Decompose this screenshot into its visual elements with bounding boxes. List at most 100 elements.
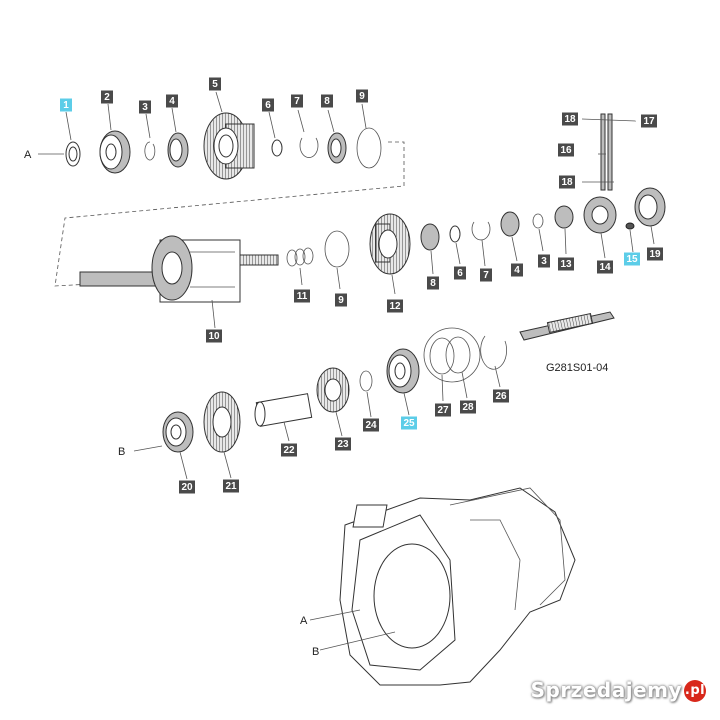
callout-tag-box bbox=[179, 480, 195, 494]
callout-tag-box bbox=[60, 98, 72, 112]
callout-tag-label: 23 bbox=[337, 439, 349, 450]
part-flange-housing bbox=[583, 196, 617, 234]
callout-tag-label: 18 bbox=[561, 177, 573, 188]
callout-tag: 7 bbox=[480, 268, 492, 282]
part-bearing-small bbox=[327, 132, 347, 164]
callout-tag: 17 bbox=[641, 114, 657, 128]
row-3-parts bbox=[133, 327, 508, 453]
callout-tag: 8 bbox=[427, 276, 439, 290]
callout-tag-box bbox=[641, 114, 657, 128]
callout-tag-box bbox=[562, 112, 578, 126]
callout-tag-box bbox=[401, 416, 417, 430]
callout-tag-box bbox=[493, 389, 509, 403]
callout-tag-label: 16 bbox=[560, 145, 572, 156]
part-bearing-25 bbox=[386, 348, 420, 394]
callout-tag-box bbox=[454, 266, 466, 280]
callout-tag-label: 18 bbox=[564, 114, 576, 125]
callout-tag-box bbox=[356, 89, 368, 103]
callout-tag-box bbox=[363, 418, 379, 432]
stud-assembly bbox=[581, 113, 666, 234]
part-gear-large bbox=[203, 112, 255, 180]
callout-tag-box bbox=[558, 143, 574, 157]
callout-tag-box bbox=[460, 400, 476, 414]
callout-tag-label: 5 bbox=[212, 79, 218, 90]
callout-tag: 22 bbox=[281, 443, 297, 457]
callout-tag-label: 3 bbox=[142, 102, 148, 113]
callout-tag-box bbox=[294, 289, 310, 303]
callout-tag-label: 11 bbox=[297, 291, 308, 302]
part-snap-ring-r2 bbox=[471, 221, 491, 241]
callout-leaders bbox=[65, 91, 655, 480]
callout-tag-box bbox=[538, 254, 550, 268]
callout-tag: 28 bbox=[460, 400, 476, 414]
part-oil-seal bbox=[634, 187, 666, 227]
row-2-parts bbox=[79, 205, 574, 303]
callout-tag: 25 bbox=[401, 416, 417, 430]
watermark-logo: Sprzedajemy.pl bbox=[531, 678, 706, 702]
callout-tag: 6 bbox=[454, 266, 466, 280]
part-circlip bbox=[144, 141, 156, 161]
part-ring-27 bbox=[429, 337, 455, 375]
callout-tag: 2 bbox=[101, 90, 113, 104]
callout-tag: 1 bbox=[60, 98, 72, 112]
callout-tag-box bbox=[291, 94, 303, 108]
callout-tag: 7 bbox=[291, 94, 303, 108]
callout-tag-box bbox=[139, 100, 151, 114]
callout-tag-label: 24 bbox=[365, 420, 377, 431]
part-ring-28 bbox=[445, 336, 471, 374]
callout-tag-box bbox=[321, 94, 333, 108]
callout-tag-label: 4 bbox=[514, 265, 520, 276]
callout-tag-box bbox=[101, 90, 113, 104]
callout-tag-label: 13 bbox=[560, 259, 572, 270]
part-circlip-r2 bbox=[532, 213, 544, 229]
callout-tag-label: 1 bbox=[63, 100, 69, 111]
part-clutch-shaft-assembly bbox=[79, 235, 279, 303]
callout-tag: 19 bbox=[647, 247, 663, 261]
callout-tag-label: 9 bbox=[359, 91, 365, 102]
callout-tag-box bbox=[559, 175, 575, 189]
callout-tag-label: 25 bbox=[403, 418, 415, 429]
callout-tag: 18 bbox=[562, 112, 578, 126]
callout-tag-label: 8 bbox=[324, 96, 330, 107]
callout-tag-box bbox=[597, 260, 613, 274]
part-ring bbox=[356, 127, 382, 169]
callout-tag-label: 14 bbox=[599, 262, 611, 273]
callout-tag-label: 26 bbox=[495, 391, 507, 402]
callout-tag: 8 bbox=[321, 94, 333, 108]
callout-tag: 20 bbox=[179, 480, 195, 494]
drawing-code: G281S01-04 bbox=[546, 362, 608, 374]
callout-tag-label: 27 bbox=[437, 405, 449, 416]
part-snap-ring bbox=[299, 137, 319, 158]
callout-tag: 5 bbox=[209, 77, 221, 91]
callout-tag: 9 bbox=[356, 89, 368, 103]
callout-tag: 23 bbox=[335, 437, 351, 451]
part-needle-bearing bbox=[167, 132, 189, 168]
callout-tag-label: 9 bbox=[338, 295, 344, 306]
callout-tag-label: 19 bbox=[649, 249, 661, 260]
part-ring-lower bbox=[324, 230, 350, 268]
callout-tag: 4 bbox=[511, 263, 523, 277]
part-bearing-r2b bbox=[500, 211, 520, 237]
part-washer-r2 bbox=[449, 225, 461, 243]
ref-letter-b-housing: B bbox=[312, 646, 319, 658]
part-sleeve-22 bbox=[254, 393, 313, 427]
ref-letter-b-mid: B bbox=[118, 446, 125, 458]
callout-tag-label: 8 bbox=[430, 278, 436, 289]
callout-tag: 12 bbox=[387, 299, 403, 313]
part-snap-ring-26 bbox=[480, 335, 508, 370]
callout-tag-box bbox=[558, 257, 574, 271]
callout-tag-label: 15 bbox=[626, 254, 638, 265]
part-output-shaft bbox=[519, 311, 615, 341]
callout-tag-box bbox=[281, 443, 297, 457]
callout-tag-label: 6 bbox=[265, 100, 271, 111]
part-spring-set bbox=[286, 247, 314, 267]
callout-tag: 10 bbox=[206, 329, 222, 343]
callout-tag-label: 21 bbox=[225, 481, 237, 492]
callout-tag: 14 bbox=[597, 260, 613, 274]
callout-tag-label: 10 bbox=[208, 331, 220, 342]
part-bearing-r2c bbox=[554, 205, 574, 229]
callout-tag-label: 6 bbox=[457, 268, 463, 279]
callout-tag-box bbox=[223, 479, 239, 493]
part-circlip-24 bbox=[359, 370, 373, 392]
